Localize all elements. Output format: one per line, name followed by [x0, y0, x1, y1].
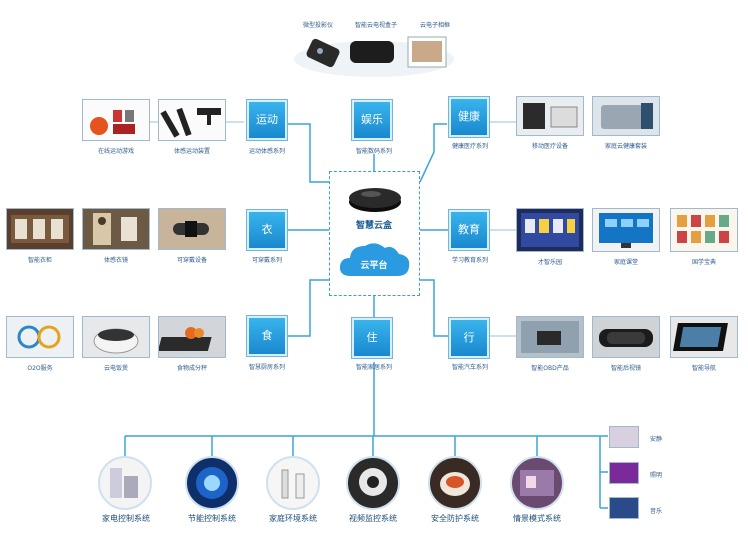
caption-home-classroom: 家庭课堂	[613, 259, 638, 266]
thumb-cloud-rice-cooker	[82, 316, 150, 358]
thumb-navigation	[670, 316, 738, 358]
caption-smart-wardrobe: 智能衣柜	[27, 257, 52, 264]
thumb-talent-park	[516, 208, 584, 252]
projector-icon	[306, 38, 340, 68]
caption-home-health-kit: 家庭云健康套装	[604, 143, 647, 150]
circle-video-monitoring	[346, 456, 400, 510]
caption-environment: 家庭环境系统	[269, 514, 317, 523]
caption-talent-park: 才智乐园	[537, 259, 562, 266]
caption-travel: 智能汽车系列	[451, 364, 488, 371]
thumb-motion-mirror	[82, 208, 150, 250]
device-caption-frame: 云电子相框	[419, 22, 450, 29]
caption-o2o-service: O2O服务	[27, 365, 53, 372]
cloud-icon	[339, 243, 410, 276]
caption-clothing: 可穿戴系列	[251, 257, 282, 264]
thumb-obd-product	[516, 316, 584, 358]
scene-thumb-quiet	[609, 426, 639, 448]
thumb-food-scale	[157, 316, 226, 358]
thumb-classics	[670, 208, 738, 252]
thumb-home-classroom	[592, 208, 660, 252]
scene-label-quiet: 安静	[650, 436, 663, 443]
thumb-wearable-device	[158, 208, 226, 250]
hub-device-label: 智慧云盒	[355, 221, 392, 231]
tile-entertainment: 娱乐	[352, 100, 392, 140]
hub-box: 智慧云盒 云平台	[329, 171, 420, 296]
scene-label-lighting: 照明	[650, 472, 663, 479]
scene-thumb-lighting	[609, 462, 639, 484]
device-caption-tvbox: 智能云电视盒子	[354, 22, 397, 29]
caption-appliance-control: 家电控制系统	[102, 514, 150, 523]
cloud-box-device-icon	[349, 188, 401, 212]
caption-video-monitoring: 视频监控系统	[349, 514, 397, 523]
circle-environment	[266, 456, 320, 510]
tile-education: 教育	[449, 210, 489, 250]
thumb-online-sport-game	[82, 99, 150, 141]
tile-health: 健康	[449, 97, 489, 137]
thumb-o2o-service	[6, 316, 74, 358]
caption-food-scale: 食物成分秤	[176, 365, 207, 372]
entertainment-devices-image	[294, 36, 454, 77]
thumb-home-health-kit	[592, 96, 660, 136]
tile-sport: 运动	[247, 100, 287, 140]
tile-travel: 行	[449, 318, 489, 358]
thumb-smart-wardrobe	[6, 208, 74, 250]
tile-housing: 住	[352, 318, 392, 358]
device-caption-projector: 微型投影仪	[302, 22, 333, 29]
caption-motion-mirror: 体感衣镜	[103, 257, 128, 264]
circle-appliance-control	[98, 456, 152, 510]
caption-scene-mode: 情景模式系统	[513, 514, 561, 523]
caption-energy-control: 节能控制系统	[188, 514, 236, 523]
scene-label-music: 音乐	[650, 508, 663, 515]
caption-security: 安全防护系统	[431, 514, 479, 523]
caption-food: 智慧厨房系列	[248, 364, 285, 371]
thumb-mobile-medical	[516, 96, 584, 136]
caption-online-sport-game: 在线运动游戏	[97, 148, 134, 155]
caption-health: 健康医疗系列	[451, 143, 488, 150]
tile-food: 食	[247, 316, 287, 356]
caption-motion-device: 体感运动装置	[173, 148, 210, 155]
circle-security	[428, 456, 482, 510]
caption-obd-product: 智能OBD产品	[531, 365, 569, 372]
caption-navigation: 智能导航	[691, 365, 716, 372]
caption-education: 学习教育系列	[451, 257, 488, 264]
circle-scene-mode	[510, 456, 564, 510]
caption-entertainment: 智能数码系列	[355, 148, 392, 155]
caption-rearview-mirror: 智能后视镜	[610, 365, 641, 372]
scene-thumb-music	[609, 497, 639, 519]
hub-cloud-label: 云平台	[360, 261, 388, 271]
thumb-rearview-mirror	[592, 316, 660, 358]
caption-housing: 智能家居系列	[355, 364, 392, 371]
caption-mobile-medical: 移动医疗设备	[531, 143, 568, 150]
thumb-motion-device	[158, 99, 226, 141]
caption-sport: 运动体感系列	[248, 148, 285, 155]
circle-energy-control	[185, 456, 239, 510]
caption-wearable-device: 可穿戴设备	[176, 257, 207, 264]
caption-classics: 国学宝典	[691, 259, 716, 266]
tvbox-icon	[350, 41, 394, 63]
caption-cloud-rice-cooker: 云电饭煲	[103, 365, 128, 372]
tile-clothing: 衣	[247, 210, 287, 250]
